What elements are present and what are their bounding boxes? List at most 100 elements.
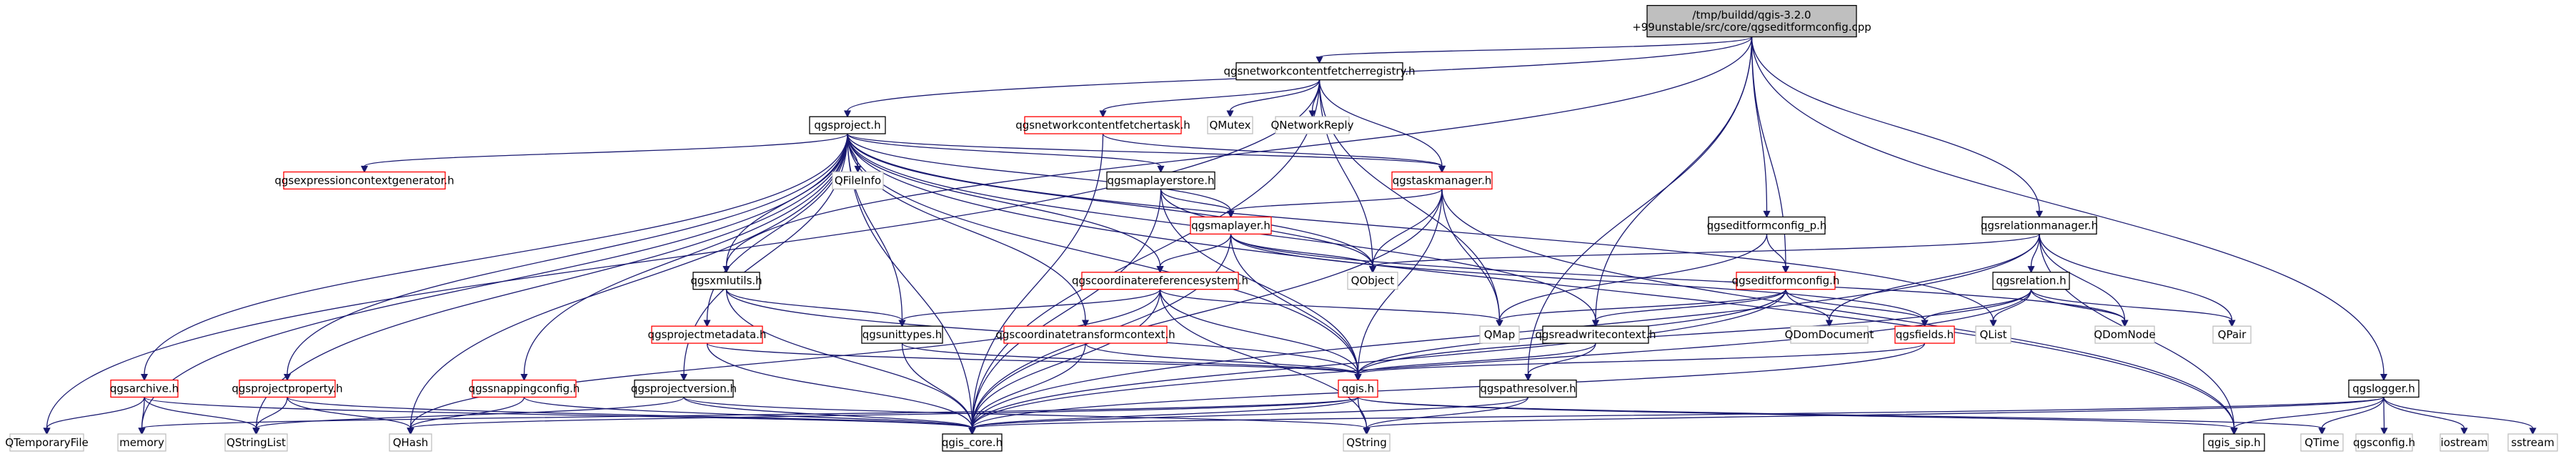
node-label: +99unstable/src/core/qgseditformconfig.c…: [1632, 21, 1871, 34]
node-snapcfg[interactable]: qgssnappingconfig.h: [469, 379, 580, 398]
node-label: qgis.h: [1342, 382, 1374, 395]
node-box: [1106, 171, 1215, 190]
node-label: QMutex: [1210, 119, 1251, 132]
node-qmutex: QMutex: [1207, 116, 1253, 134]
node-pathres[interactable]: qgspathresolver.h: [1479, 379, 1577, 398]
include-edge-projprop-qhash: [287, 397, 414, 435]
node-box: [2300, 433, 2344, 452]
node-memory: memory: [117, 433, 166, 452]
node-label: QTime: [2304, 436, 2339, 449]
node-label: QMap: [1484, 328, 1515, 341]
node-label: qgseditformconfig.h: [1732, 275, 1840, 287]
node-label: QHash: [393, 436, 429, 449]
node-netreg[interactable]: qgsnetworkcontentfetcherregistry.h: [1223, 62, 1416, 81]
node-projmeta[interactable]: qgsprojectmetadata.h: [648, 325, 767, 344]
include-edge-maplayer-crs: [1156, 234, 1232, 274]
node-label: qgsprojectversion.h: [631, 382, 737, 395]
include-edge-logger-qgsconfig: [2380, 397, 2388, 435]
node-box: [651, 325, 763, 344]
node-label: qgsxmlutils.h: [690, 275, 762, 287]
node-box: [472, 379, 577, 398]
node-box: [1235, 62, 1403, 81]
node-project[interactable]: qgsproject.h: [809, 116, 886, 134]
node-box: [942, 433, 1003, 452]
node-label: QStringList: [227, 436, 286, 449]
node-sip[interactable]: qgis_sip.h: [2203, 433, 2265, 452]
node-qpair: QPair: [2212, 325, 2252, 344]
node-qgis[interactable]: qgis.h: [1338, 379, 1378, 398]
node-relmgr[interactable]: qgsrelationmanager.h: [1981, 216, 2098, 235]
node-box: [9, 433, 84, 452]
include-edge-rwctx-pathres: [1524, 342, 1596, 382]
node-box: [2212, 325, 2252, 344]
node-efc[interactable]: qgseditformconfig.h: [1732, 272, 1840, 290]
node-label: qgspathresolver.h: [1480, 382, 1576, 395]
node-ctc[interactable]: qgscoordinatetransformcontext.h: [995, 325, 1175, 344]
node-label: qgseditformconfig_p.h: [1707, 219, 1827, 232]
node-box: [2348, 379, 2420, 398]
node-label: qgsprojectproperty.h: [232, 382, 342, 395]
node-box: [1347, 272, 1398, 290]
node-label: qgsprojectmetadata.h: [648, 328, 767, 341]
include-edge-project-projmeta: [703, 134, 848, 327]
node-nettask[interactable]: qgsnetworkcontentfetchertask.h: [1015, 116, 1190, 134]
node-taskmgr[interactable]: qgstaskmanager.h: [1391, 171, 1493, 190]
node-label: qgsproject.h: [814, 119, 880, 132]
include-edge-archive-qtempfile: [43, 397, 145, 435]
node-layer: /tmp/buildd/qgis-3.2.0+99unstable/src/co…: [5, 4, 2558, 452]
node-maplayer[interactable]: qgsmaplayer.h: [1190, 216, 1272, 235]
include-edge-relation-qlist: [1989, 289, 2032, 327]
node-fields[interactable]: qgsfields.h: [1894, 325, 1955, 344]
node-label: qgsarchive.h: [110, 382, 179, 395]
node-label: iostream: [2441, 436, 2488, 449]
include-edge-root-logger: [1751, 36, 2388, 382]
node-label: /tmp/buildd/qgis-3.2.0: [1692, 9, 1811, 21]
node-box: [1736, 272, 1836, 290]
node-qstrlist: QStringList: [224, 433, 288, 452]
node-box: [1542, 325, 1649, 344]
node-core[interactable]: qgis_core.h: [942, 433, 1003, 452]
node-efc_p[interactable]: qgseditformconfig_p.h: [1707, 216, 1827, 235]
node-label: qgsrelationmanager.h: [1981, 219, 2098, 232]
node-box: [692, 272, 760, 290]
node-crs[interactable]: qgscoordinatereferencesystem.h: [1072, 272, 1248, 290]
node-archive[interactable]: qgsarchive.h: [110, 379, 179, 398]
node-label: QString: [1346, 436, 1387, 449]
node-box: [1790, 325, 1869, 344]
include-edge-efc-qdomdoc: [1785, 289, 1834, 327]
node-projprop[interactable]: qgsprojectproperty.h: [232, 379, 343, 398]
node-box: [2355, 433, 2413, 452]
node-relation[interactable]: qgsrelation.h: [1992, 272, 2070, 290]
node-qfileinfo: QFileInfo: [832, 171, 884, 190]
include-edge-root-efc_p: [1751, 36, 1771, 218]
node-label: qgstaskmanager.h: [1393, 174, 1492, 187]
include-edge-qgis-qhash: [407, 396, 1359, 435]
node-rwctx[interactable]: qgsreadwritecontext.h: [1535, 325, 1656, 344]
node-label: memory: [119, 436, 164, 449]
node-layerstore[interactable]: qgsmaplayerstore.h: [1106, 171, 1215, 190]
include-edge-relation-qdomnode: [2030, 289, 2129, 327]
node-root[interactable]: /tmp/buildd/qgis-3.2.0+99unstable/src/co…: [1632, 4, 1871, 38]
include-edge-project-snapcfg: [520, 134, 848, 382]
node-box: [1081, 272, 1239, 290]
node-box: [634, 379, 734, 398]
node-logger[interactable]: qgslogger.h: [2348, 379, 2420, 398]
node-box: [283, 171, 446, 190]
node-unittypes[interactable]: qgsunittypes.h: [861, 325, 943, 344]
node-sstream: sstream: [2507, 433, 2558, 452]
include-edge-efc-fields: [1785, 289, 1929, 327]
node-qtempfile: QTemporaryFile: [5, 433, 89, 452]
include-edge-crs-unittypes: [898, 289, 1161, 327]
include-edge-taskmgr-qobject: [1368, 189, 1443, 274]
include-edge-unittypes-qgis: [901, 342, 1362, 382]
node-xmlutils[interactable]: qgsxmlutils.h: [690, 272, 762, 290]
include-edge-fields-qgis: [1354, 342, 1926, 382]
node-exprgen[interactable]: qgsexpressioncontextgenerator.h: [274, 171, 454, 190]
node-projver[interactable]: qgsprojectversion.h: [631, 379, 737, 398]
node-label: qgsnetworkcontentfetchertask.h: [1015, 119, 1190, 132]
include-edge-qgis-memory: [138, 396, 1359, 435]
include-edge-root-netreg: [1316, 36, 1753, 64]
node-box: [2094, 325, 2155, 344]
node-box: [2203, 433, 2265, 452]
include-edge-crs-qmap: [1159, 289, 1503, 327]
